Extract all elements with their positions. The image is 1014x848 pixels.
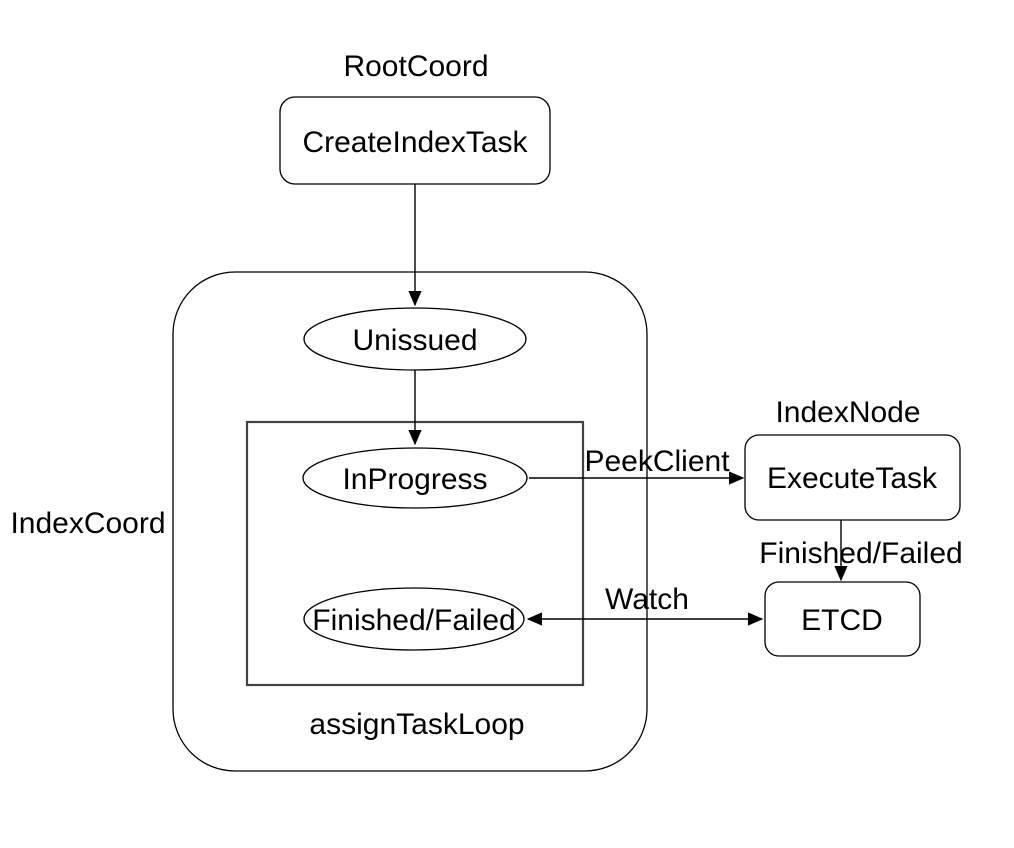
label-root-coord: RootCoord <box>343 50 488 83</box>
node-execute-task-label: ExecuteTask <box>767 462 938 495</box>
node-in-progress-label: InProgress <box>342 463 487 496</box>
edge-label-finished-failed: Finished/Failed <box>759 537 962 570</box>
edge-label-peek-client: PeekClient <box>584 445 730 478</box>
label-index-coord: IndexCoord <box>10 507 165 540</box>
label-index-node: IndexNode <box>775 396 920 429</box>
node-etcd <box>764 581 921 657</box>
node-finished-failed-label: Finished/Failed <box>312 604 515 637</box>
edge-label-watch: Watch <box>605 583 689 616</box>
node-unissued-label: Unissued <box>352 324 477 357</box>
node-execute-task <box>744 434 961 521</box>
node-finished-failed <box>303 587 525 651</box>
node-etcd-label: ETCD <box>801 604 883 637</box>
node-in-progress <box>302 447 528 509</box>
label-assign-task-loop: assignTaskLoop <box>309 708 524 741</box>
index-coord-container <box>172 271 648 772</box>
node-unissued <box>303 307 527 371</box>
node-create-index-task-label: CreateIndexTask <box>302 126 528 159</box>
node-create-index-task <box>279 96 551 185</box>
